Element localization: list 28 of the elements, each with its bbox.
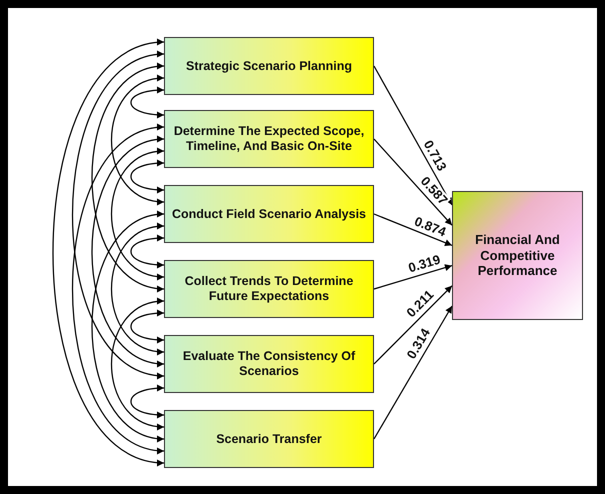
covariance-arrow <box>111 224 164 354</box>
path-arrow <box>374 213 452 246</box>
path-arrow <box>373 306 453 440</box>
covariance-arrow <box>92 136 164 366</box>
covariance-arrow <box>52 40 164 465</box>
covariance-arrow <box>72 125 164 453</box>
outcome-box: Financial And Competitive Performance <box>452 191 583 320</box>
indicator-box: Conduct Field Scenario Analysis <box>164 185 374 243</box>
indicator-box: Collect Trends To Determine Future Expectations <box>164 260 374 318</box>
covariance-arrow <box>111 148 164 280</box>
covariance-arrow <box>92 212 164 442</box>
path-arrow <box>374 264 452 290</box>
covariance-arrow <box>111 76 164 204</box>
path-arrow <box>373 66 453 206</box>
covariance-arrow <box>72 52 164 378</box>
covariance-arrow <box>130 86 164 118</box>
covariance-arrow <box>130 234 164 268</box>
path-arrow <box>374 285 452 364</box>
covariance-arrow <box>130 310 164 344</box>
covariance-arrow <box>111 298 164 430</box>
indicator-box: Scenario Transfer <box>164 410 374 468</box>
indicator-box: Evaluate The Consistency Of Scenarios <box>164 335 374 393</box>
path-arrow <box>374 138 452 226</box>
indicator-box: Strategic Scenario Planning <box>164 37 374 95</box>
indicator-box: Determine The Expected Scope, Timeline, And Basic On-Site <box>164 110 374 168</box>
covariance-arrow <box>92 64 164 292</box>
covariance-arrow <box>130 384 164 418</box>
covariance-arrow <box>130 160 164 194</box>
